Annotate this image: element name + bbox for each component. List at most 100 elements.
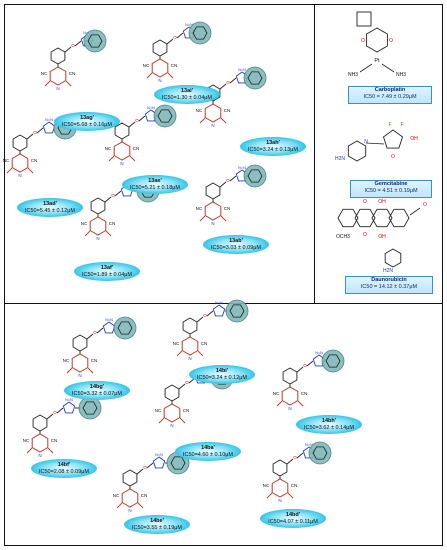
dihydropyridine-ring [204,103,222,123]
dihydropyridine-ring [281,386,299,406]
cn-label: CN [69,71,76,76]
o-bond [104,196,112,203]
dauno-o-label: O [363,232,367,238]
o-label: O [93,330,97,335]
nc-label: NC [196,206,203,211]
nh-label: N [278,498,281,503]
phenyl-ring [272,459,288,477]
bottom-compound-label: 14bd'IC50=4.07 ± 0.11μM [266,512,320,526]
phenyl-ring [114,122,130,140]
sugar-ring [384,248,402,268]
phenyl-ring [282,367,298,385]
cn-label: CN [201,341,208,346]
o-label: O [53,410,57,415]
compound-ic50: IC50=3.55 ± 0.19μM [131,525,183,531]
bottom-label-highlight [296,415,362,434]
o-label: O [203,313,207,318]
bottom-compound-label: 14bi'IC50=3.24 ± 0.12μM [195,368,249,382]
anthracycline-ring [354,208,376,228]
ch2-bond [229,77,237,84]
top_left-compound-label: 13ag'IC50=5.68 ± 0.16μM [60,115,114,129]
ch2-bond [146,462,154,469]
triazole-n-label: N=N [45,118,53,122]
triazole-n-label: N=N [65,398,73,402]
methyl-bond [297,400,304,407]
ch2-bond [306,360,314,367]
phenyl-ring [122,469,138,487]
aryl-highlight-circle [243,164,267,188]
daunorubicin-box: Daunorubicin IC50 = 14.12 ± 0.37μM [345,276,433,294]
phenyl-ring [72,334,88,352]
o-bond [26,133,34,140]
triazole-ring [212,304,226,317]
o-label: O [185,380,189,385]
triazole-ring [102,321,116,334]
aryl-highlight-circle [83,29,107,53]
methyl-bond [167,72,174,79]
dihydropyridine-ring [271,478,289,498]
compound-ic50: IC50=1.89 ± 0.04μM [81,272,133,278]
dihydropyridine-ring [49,66,67,86]
gemcitabine-box: Gemcitabine IC50 = 4.51 ± 0.19μM [350,180,432,198]
methyl-bond [287,492,294,499]
gem-oh-label: OH [410,136,418,142]
acetyl-bond [409,207,421,216]
nh-label: N [158,78,161,83]
cyclobutane-ring [356,11,372,27]
methyl-bond [87,367,94,374]
o-bond [196,316,204,323]
nh3-label: NH3 [348,72,358,78]
triazole-ring [42,121,56,134]
nc-label: NC [143,63,150,68]
nc-label: NC [41,71,48,76]
methyl-bond [220,215,227,222]
top_left-compound-label: 13ae'IC50=5.21 ± 0.18μM [128,178,182,192]
aryl-ring [325,354,341,368]
phenyl-ring [50,47,66,65]
compound-ic50: IC50=1.30 ± 0.04μM [161,95,213,101]
dihydropyridine-ring [181,336,199,356]
cn-label: CN [291,483,298,488]
nh-label: N [211,123,214,128]
cn-label: CN [224,206,231,211]
top_left-label-highlight [240,137,306,156]
nh-label: N [18,173,21,178]
cn-label: CN [141,493,148,498]
compound-name: 13ah' [266,140,280,146]
nh-label: N [211,221,214,226]
o-bond [219,83,227,90]
nh-label: N [78,373,81,378]
methyl-bond [27,167,34,174]
o-bond [296,366,304,373]
bottom-panel [4,303,443,546]
compound-ic50: IC50=4.07 ± 0.11μM [268,519,318,525]
cn-label: CN [109,221,116,226]
dauno-acetyl-o-label: O [423,202,427,208]
o-bond [128,121,136,128]
nh-label: N [170,423,173,428]
nc-label: NC [23,438,30,443]
cn-label: CN [133,146,140,151]
triazole-n-label: N=N [147,106,155,110]
ch2-bond [114,190,122,197]
compound-name: 13ab' [229,238,243,244]
aryl-ring [87,34,103,48]
compound-name: 14bh' [321,418,337,424]
triazole-n-label: N=N [305,443,313,447]
ch2-bond [36,127,44,134]
o-bond [178,383,186,390]
gem-o-label: O [391,154,395,160]
methyl-bond [108,155,115,162]
methyl-bond [47,447,54,454]
gem-f-label: F [388,122,391,128]
bottom-compound-label: 14bh'IC50=3.62 ± 0.14μM [302,418,356,432]
nc-label: NC [113,493,120,498]
aryl-ring [247,71,263,85]
